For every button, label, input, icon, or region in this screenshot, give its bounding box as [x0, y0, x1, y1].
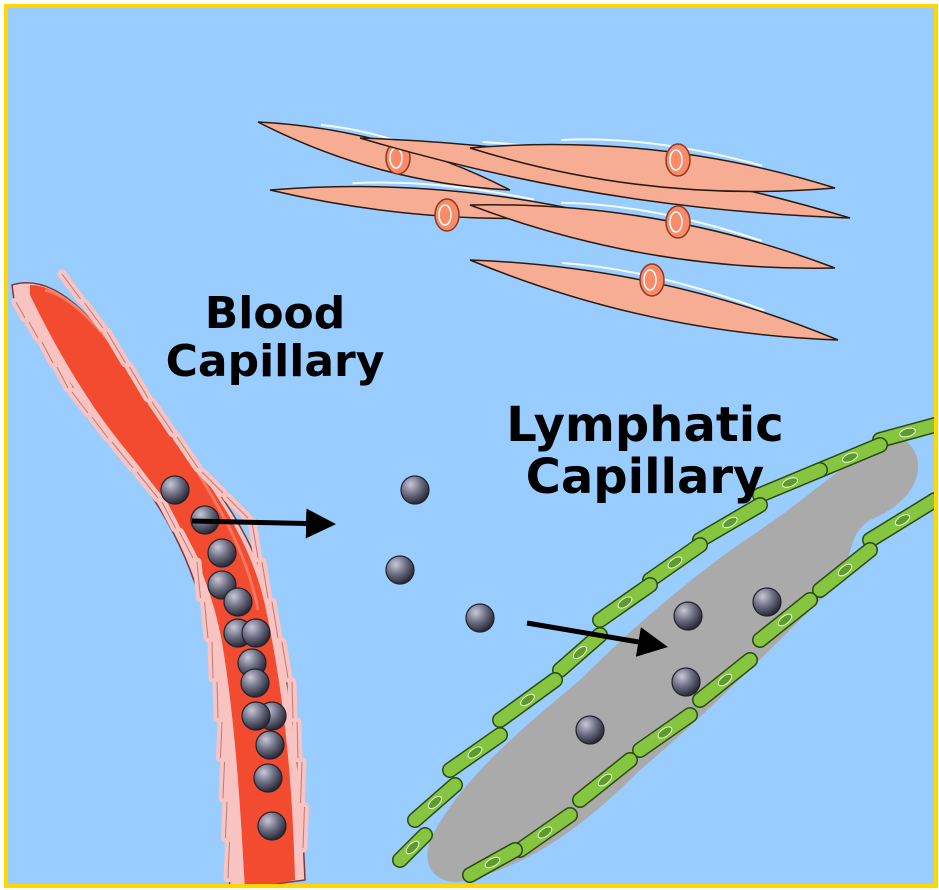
- particle: [674, 602, 702, 630]
- lymphatic-capillary-label-line1: Lymphatic: [480, 400, 810, 452]
- particle: [242, 619, 270, 647]
- particle: [256, 731, 284, 759]
- particle: [672, 668, 700, 696]
- particle: [224, 588, 252, 616]
- particle: [161, 476, 189, 504]
- blood-capillary-label-line1: Blood: [140, 290, 410, 338]
- particle: [401, 476, 429, 504]
- blood-capillary-label: Blood Capillary: [140, 290, 410, 385]
- particle: [466, 604, 494, 632]
- lymphatic-capillary-label-line2: Capillary: [480, 452, 810, 504]
- particle: [386, 556, 414, 584]
- particle: [753, 588, 781, 616]
- lymphatic-capillary-label: Lymphatic Capillary: [480, 400, 810, 504]
- particle: [254, 764, 282, 792]
- particle: [242, 702, 270, 730]
- arrow-blood-to-tissue: [192, 521, 330, 524]
- particle: [241, 669, 269, 697]
- particle: [208, 539, 236, 567]
- blood-capillary-label-line2: Capillary: [140, 338, 410, 386]
- particle: [258, 812, 286, 840]
- particle: [576, 716, 604, 744]
